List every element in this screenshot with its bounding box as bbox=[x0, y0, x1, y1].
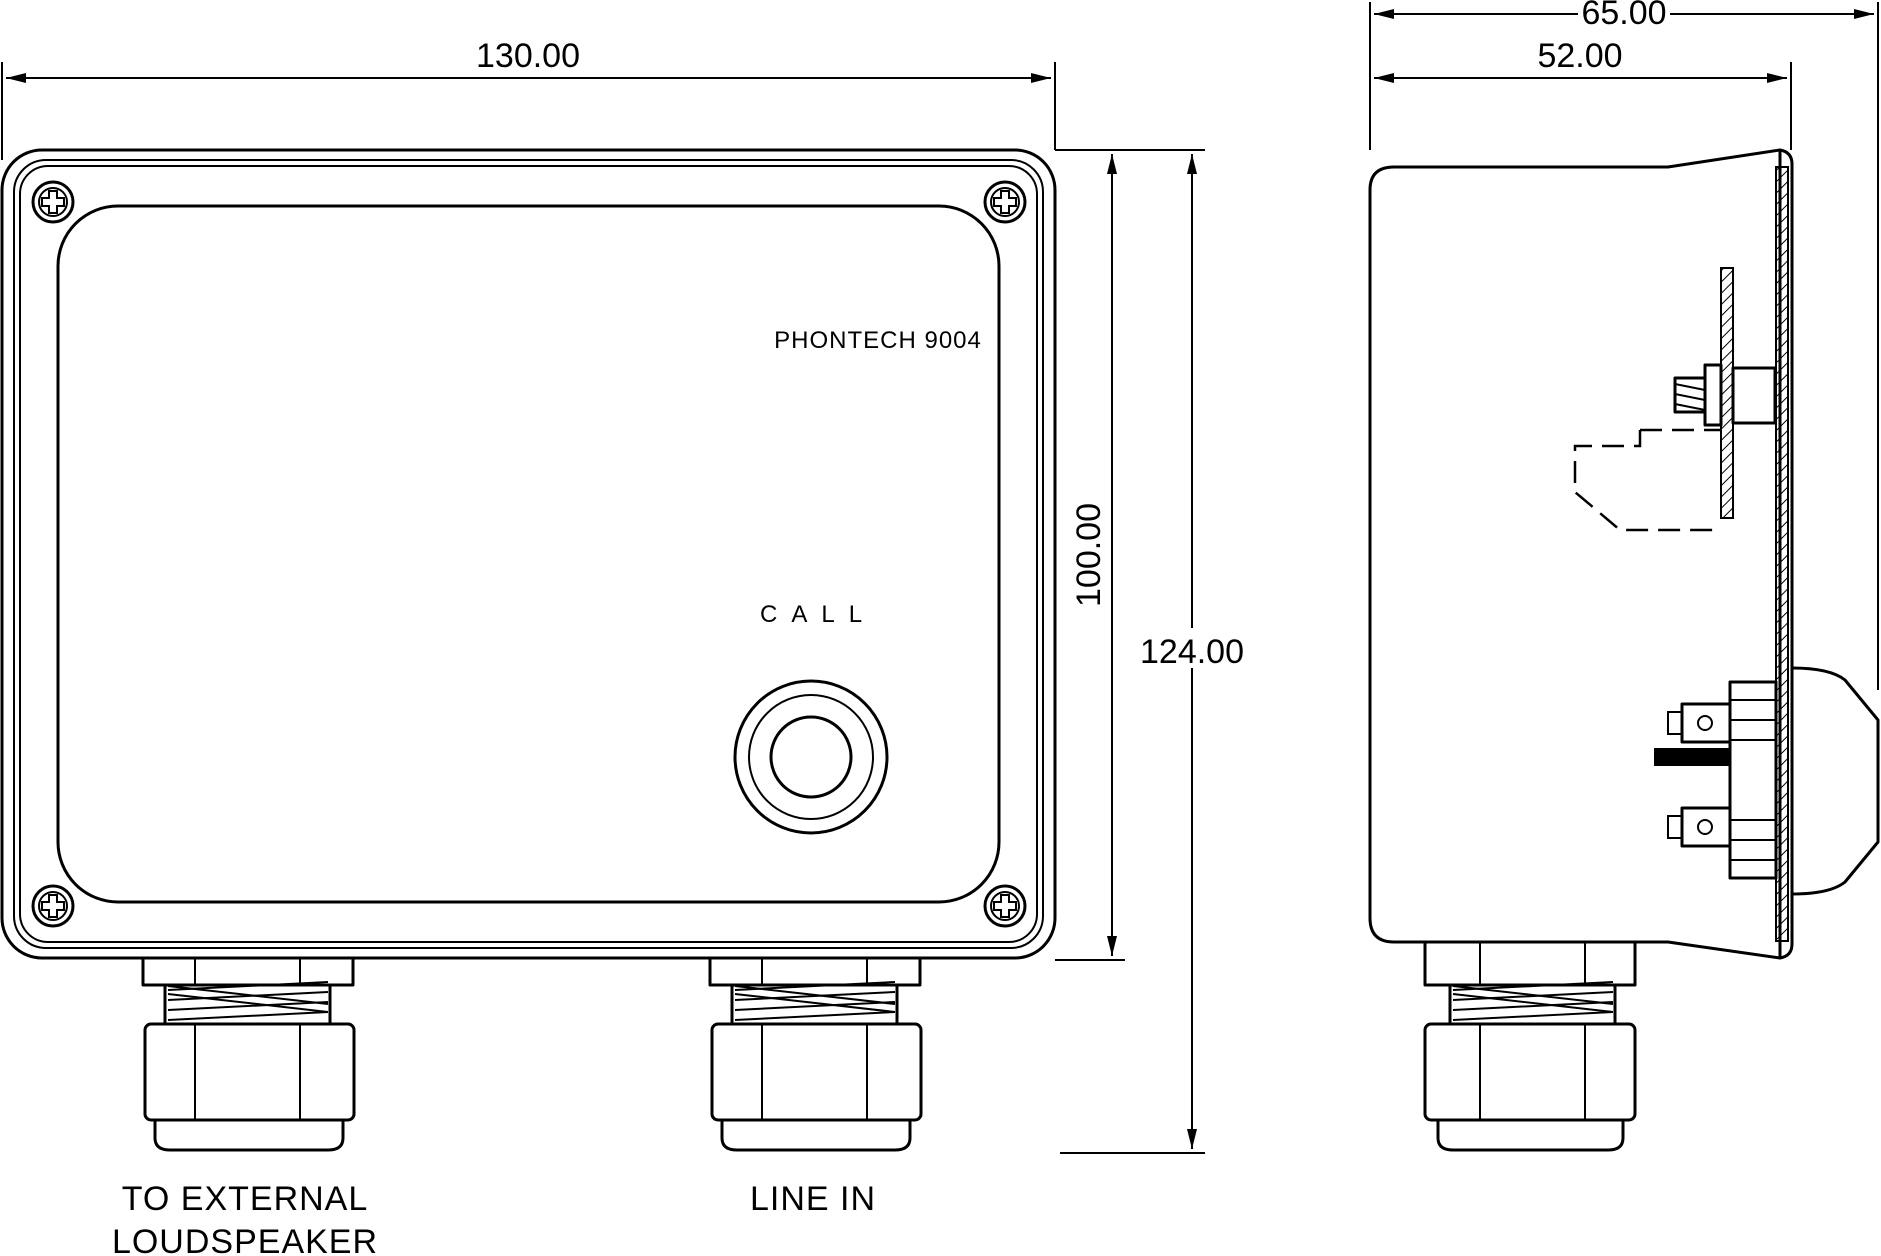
call-button-side bbox=[1654, 666, 1880, 896]
dimension-overall-height: 124.00 bbox=[1060, 149, 1246, 1154]
call-label: CALL bbox=[760, 601, 876, 628]
front-view: 130.00 PHONTECH 9004 CALL 100.00 bbox=[0, 37, 1246, 1256]
enclosure-front bbox=[0, 148, 1057, 960]
side-depth-total-label: 65.00 bbox=[1581, 0, 1666, 32]
front-width-label: 130.00 bbox=[476, 37, 580, 75]
overall-height-label: 124.00 bbox=[1140, 633, 1244, 671]
right-gland-label: LINE IN bbox=[750, 1180, 876, 1218]
dimension-side-depth-body: 52.00 bbox=[1374, 37, 1792, 150]
front-panel bbox=[56, 204, 1001, 904]
dimension-front-width: 130.00 bbox=[1, 37, 1056, 160]
brand-label: PHONTECH 9004 bbox=[774, 327, 982, 354]
left-gland-label: TO EXTERNAL bbox=[122, 1180, 369, 1218]
front-height-label: 100.00 bbox=[1070, 503, 1108, 607]
dimension-front-height: 100.00 bbox=[1055, 149, 1125, 961]
side-view: 65.00 52.00 bbox=[1368, 0, 1880, 1152]
side-depth-body-label: 52.00 bbox=[1537, 37, 1622, 75]
cable-gland-side bbox=[1423, 940, 1637, 1152]
screw-icon bbox=[31, 180, 75, 224]
call-button[interactable] bbox=[733, 679, 889, 835]
internal-terminal bbox=[1573, 267, 1777, 532]
screw-icon bbox=[983, 180, 1027, 224]
screw-icon bbox=[31, 884, 75, 928]
dimension-side-depth-total: 65.00 bbox=[1369, 0, 1879, 690]
screw-icon bbox=[983, 884, 1027, 928]
cable-gland-right bbox=[708, 956, 923, 1152]
cable-gland-left bbox=[141, 956, 356, 1152]
left-gland-label-line2: LOUDSPEAKER bbox=[112, 1223, 378, 1256]
